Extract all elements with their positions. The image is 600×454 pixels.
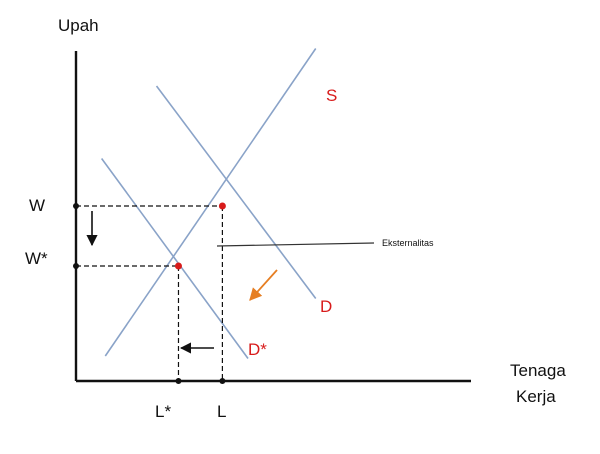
annotation-eksternalitas: Eksternalitas <box>382 238 434 248</box>
tick-label-l: L <box>217 402 226 421</box>
demand-shift-arrow <box>249 269 278 301</box>
x-axis-label-line-1: Tenaga <box>510 361 566 380</box>
axis-point-w-star <box>73 263 79 269</box>
supply-curve-s <box>104 48 317 357</box>
tick-label-l-star: L* <box>155 402 171 421</box>
demand-curve-d-star <box>100 158 249 359</box>
axis-point-w <box>73 203 79 209</box>
annotation-leader-line <box>216 242 375 247</box>
curve-label-d-star: D* <box>248 340 267 359</box>
axis-point-l <box>219 378 226 384</box>
x-axis-label-line-2: Kerja <box>516 387 556 406</box>
curve-label-s: S <box>326 86 337 105</box>
tick-label-w: W <box>29 196 45 215</box>
tick-label-w-star: W* <box>25 249 48 268</box>
curve-label-d: D <box>320 297 332 316</box>
y-axis-label: Upah <box>58 16 99 35</box>
equilibrium-point-new <box>174 262 182 270</box>
equilibrium-point-original <box>218 202 226 210</box>
axis-point-l-star <box>175 378 182 384</box>
demand-curve-d <box>155 85 317 299</box>
